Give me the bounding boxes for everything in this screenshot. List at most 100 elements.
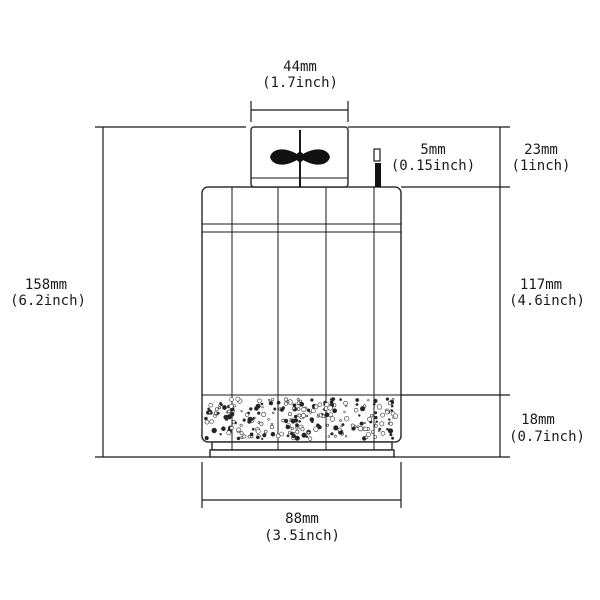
speckle xyxy=(240,410,243,413)
speckle xyxy=(314,404,319,409)
speckle xyxy=(249,407,253,411)
speckle xyxy=(387,428,394,434)
speckle xyxy=(263,429,268,434)
dim-total-height-mm: 158mm xyxy=(25,277,67,293)
speckle xyxy=(291,433,296,439)
speckle xyxy=(344,435,348,438)
dim-base-width-inch: (3.5inch) xyxy=(264,528,340,544)
speckle xyxy=(261,437,264,441)
speckle xyxy=(236,436,241,441)
speckle xyxy=(310,408,316,414)
speckle xyxy=(333,434,337,438)
speckle xyxy=(247,435,252,439)
speckle xyxy=(270,431,276,437)
dim-base-width-mm: 88mm xyxy=(285,511,319,527)
speckle xyxy=(219,401,223,405)
speckle xyxy=(221,426,226,432)
speckle xyxy=(344,416,350,422)
speckle xyxy=(317,425,322,430)
speckle xyxy=(323,403,326,406)
speckle xyxy=(219,433,222,436)
speckle xyxy=(229,411,235,417)
speckle xyxy=(295,426,299,430)
speckle xyxy=(353,408,359,413)
speckle xyxy=(239,423,243,427)
speckle xyxy=(242,418,246,422)
speckle xyxy=(390,409,394,412)
fan-icon xyxy=(270,130,330,187)
speckle xyxy=(363,421,366,425)
speckle xyxy=(270,398,274,402)
speckle xyxy=(365,432,371,437)
right-reference-lines xyxy=(348,126,510,458)
speckle xyxy=(296,397,300,401)
speckle xyxy=(223,414,228,420)
speckle xyxy=(391,436,395,440)
speckle xyxy=(357,426,364,432)
device-base xyxy=(209,441,395,458)
speckle xyxy=(391,397,395,401)
speckle xyxy=(301,432,307,438)
speckle xyxy=(388,418,391,421)
speckle xyxy=(247,416,253,423)
speckle xyxy=(358,414,361,417)
speckle xyxy=(235,396,241,402)
speckle xyxy=(293,418,299,423)
speckle xyxy=(297,413,302,418)
speckle xyxy=(374,411,378,415)
speckle xyxy=(367,416,372,422)
speckle xyxy=(340,424,343,428)
speckle xyxy=(226,430,232,436)
speckle xyxy=(257,398,262,404)
dim-middle-height: 117mm (4.6inch) xyxy=(509,277,585,309)
speckle xyxy=(251,427,255,431)
dim-middle-height-mm: 117mm xyxy=(520,277,562,293)
speckle xyxy=(308,436,313,441)
speckle xyxy=(262,433,267,438)
device-body xyxy=(201,186,402,443)
speckle xyxy=(242,434,247,439)
speckle xyxy=(208,411,211,414)
speckle xyxy=(211,427,217,434)
dim-bottom-height-inch: (0.7inch) xyxy=(509,429,585,445)
speckle xyxy=(285,424,291,430)
dim-top-height-inch: (1inch) xyxy=(511,158,570,174)
speckle xyxy=(339,419,342,422)
speckle xyxy=(372,421,376,425)
speckle xyxy=(259,421,264,426)
speckle xyxy=(363,426,368,432)
speckle xyxy=(324,412,330,418)
speckle xyxy=(214,411,218,415)
speckle xyxy=(292,406,296,410)
speckle xyxy=(267,418,270,421)
speckle xyxy=(208,403,213,408)
speckle xyxy=(333,425,339,431)
speckle xyxy=(279,431,285,437)
dim-top-height-mm: 23mm xyxy=(524,142,558,158)
speckle xyxy=(256,435,260,440)
speckle xyxy=(376,404,383,410)
speckle xyxy=(309,417,315,422)
speckle xyxy=(214,407,219,412)
speckle xyxy=(239,431,244,436)
speckle xyxy=(378,427,382,431)
dim-pin-inch: (0.15inch) xyxy=(391,158,475,174)
speckle xyxy=(387,401,392,406)
speckle xyxy=(218,406,221,410)
speckle xyxy=(316,415,320,418)
speckle xyxy=(207,407,210,411)
speckle xyxy=(380,431,386,436)
speckle xyxy=(317,402,322,407)
speckle xyxy=(229,425,234,430)
speckle xyxy=(276,400,281,405)
speckle xyxy=(281,418,285,423)
speckle xyxy=(236,427,241,433)
speckle xyxy=(367,399,370,402)
filter-media-pattern xyxy=(204,396,399,441)
dim-pin-mm: 5mm xyxy=(420,142,445,158)
speckle xyxy=(370,413,374,418)
speckle xyxy=(255,428,261,434)
speckle xyxy=(247,411,251,415)
dim-top-width: 44mm (1.7inch) xyxy=(250,59,349,122)
